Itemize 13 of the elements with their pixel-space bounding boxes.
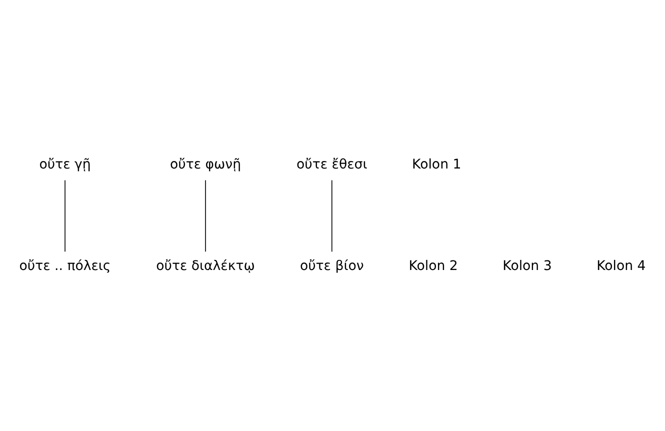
- label: Kolon 2: [408, 258, 458, 274]
- node-text: οὔτε ἔθεσι: [296, 156, 368, 172]
- connector: [205, 179, 206, 252]
- connector: [64, 179, 66, 252]
- label: Kolon 3: [502, 258, 552, 274]
- label: Kolon 1: [412, 156, 462, 172]
- node-text: οὔτε φωνῇ: [170, 156, 242, 172]
- label: Kolon 4: [596, 258, 646, 274]
- node-text: οὔτε διαλέκτῳ: [156, 258, 255, 274]
- connector: [331, 179, 332, 252]
- node-text: οὔτε .. πόλεις: [19, 258, 111, 274]
- node-text: οὔτε βίον: [300, 258, 364, 274]
- node-text: οὔτε γῇ: [39, 156, 91, 172]
